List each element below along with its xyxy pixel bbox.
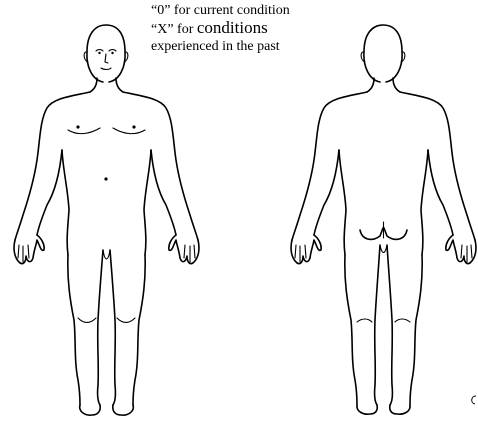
legend-past-prefix: “X” for: [151, 22, 197, 37]
human-body-front-icon: [14, 25, 199, 415]
human-body-back-icon: [291, 25, 476, 414]
legend-current: “0” for current condition: [151, 2, 290, 19]
legend: “0” for current condition “X” for condit…: [151, 2, 290, 55]
edge-circle-icon: [467, 393, 478, 407]
legend-past-word: conditions: [197, 18, 268, 37]
legend-past-detail: experienced in the past: [151, 38, 290, 55]
legend-past: “X” for conditions: [151, 19, 290, 38]
